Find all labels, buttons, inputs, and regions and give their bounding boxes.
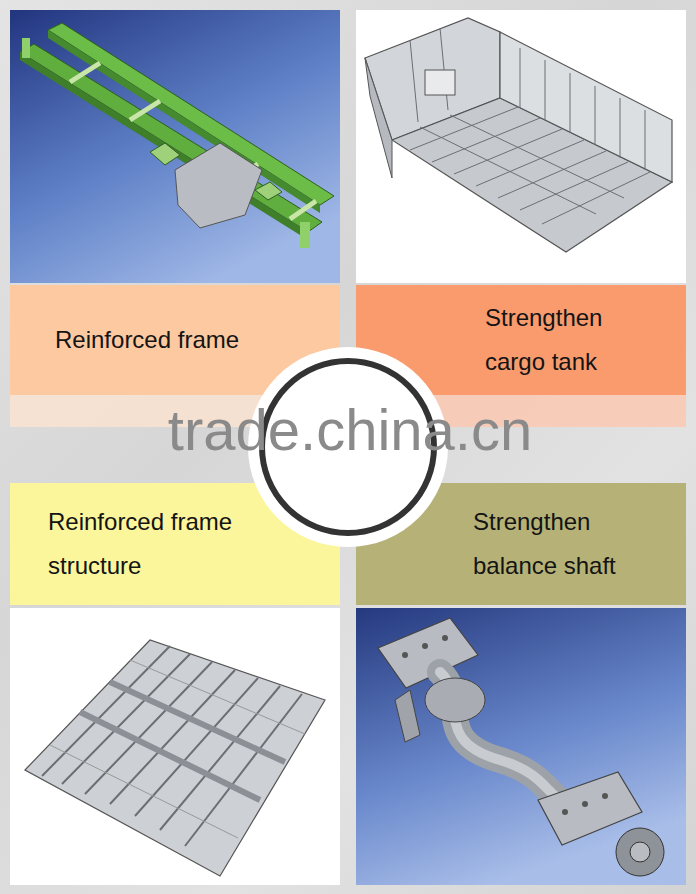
feature-band: Reinforced frame bbox=[10, 285, 340, 395]
balance-shaft-picture bbox=[356, 608, 686, 885]
feature-label: Reinforced frame structure bbox=[48, 500, 288, 588]
feature-label: Strengthen balance shaft bbox=[473, 500, 653, 588]
feature-label: Reinforced frame bbox=[55, 318, 239, 362]
feature-label: Strengthen cargo tank bbox=[485, 296, 660, 384]
feature-band: Strengthen balance shaft bbox=[356, 483, 686, 605]
frame-picture bbox=[10, 10, 340, 283]
frame-structure-picture bbox=[10, 608, 340, 885]
feature-band: Reinforced frame structure bbox=[10, 483, 340, 605]
cargo-tank-picture bbox=[356, 10, 686, 283]
feature-band: Strengthen cargo tank bbox=[356, 285, 686, 395]
watermark: trade.china.cn bbox=[168, 401, 532, 459]
